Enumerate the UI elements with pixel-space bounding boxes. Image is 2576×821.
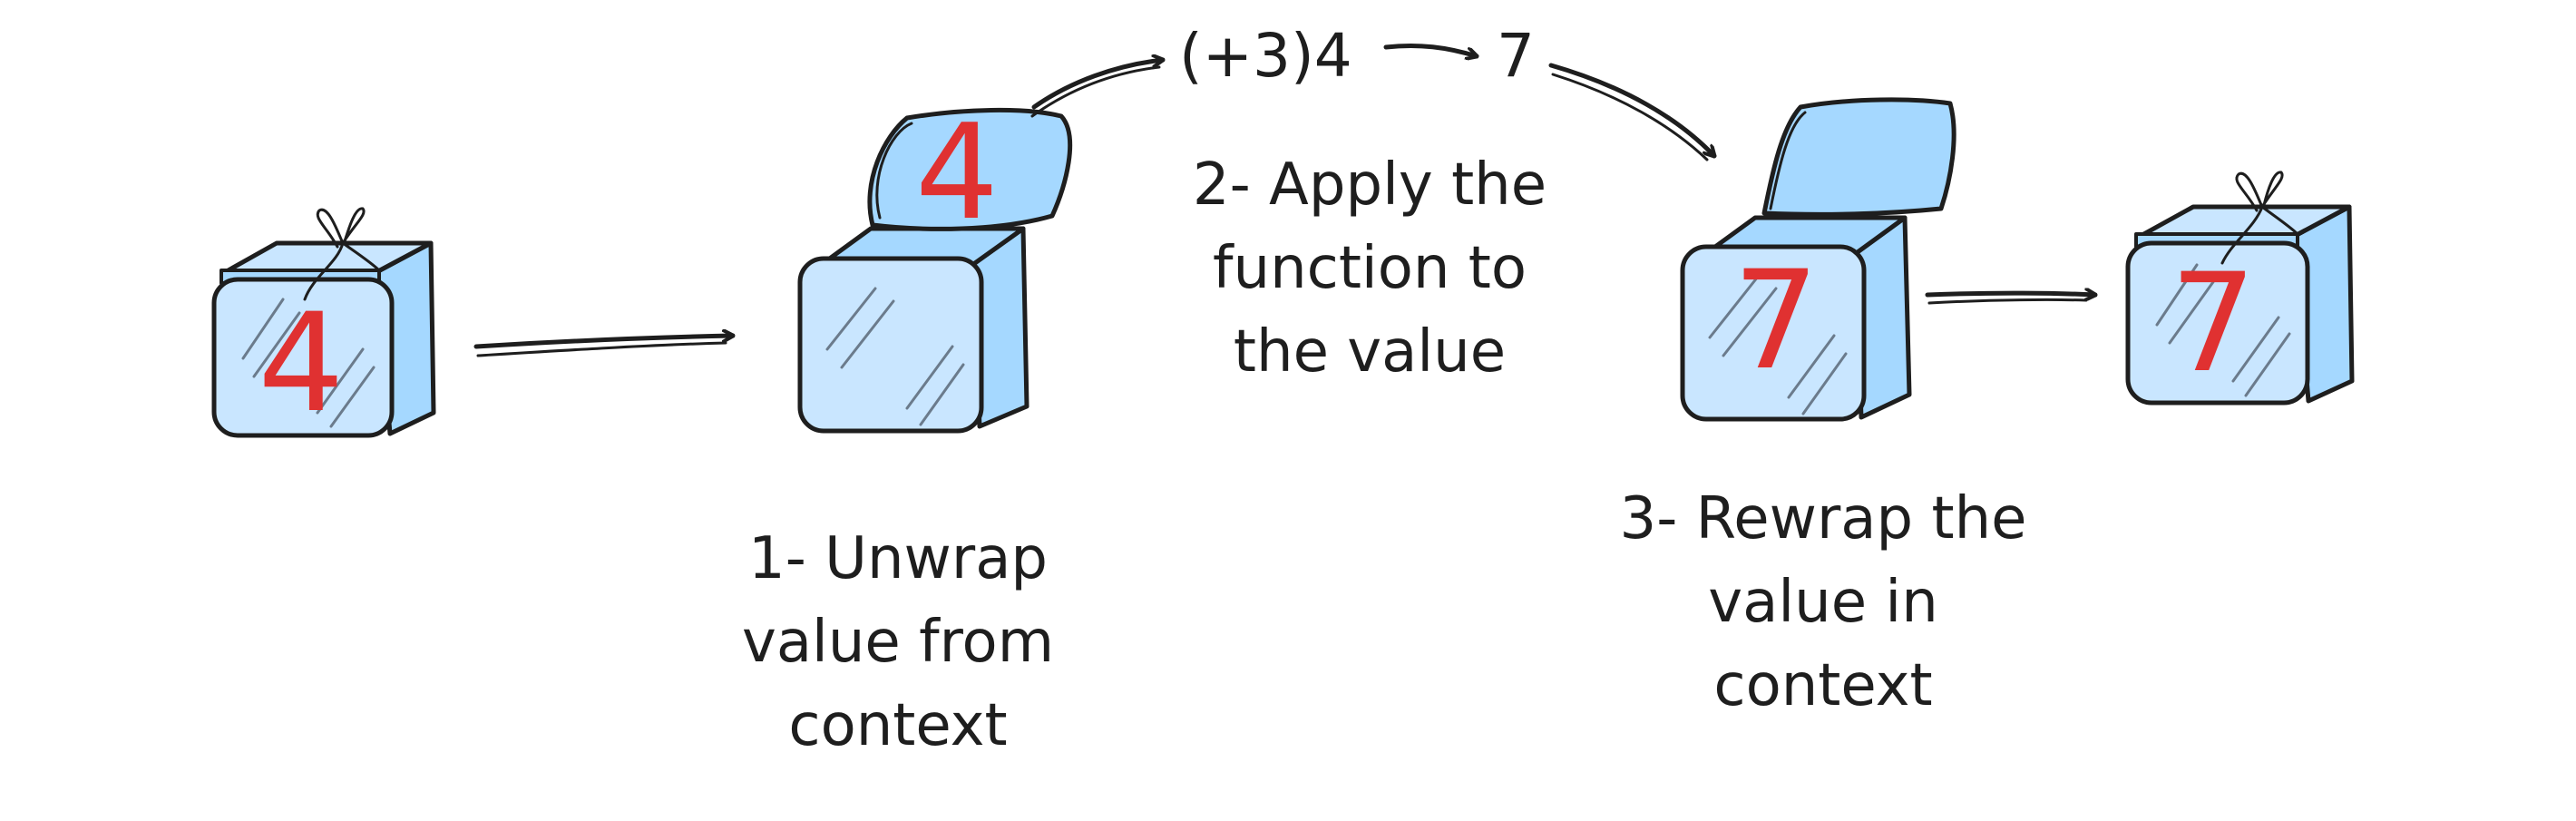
- step-1-line-3: context: [788, 692, 1008, 759]
- open-box-4: 4: [797, 96, 1073, 434]
- box-value-4-wrapped: 4: [258, 285, 344, 443]
- function-expression: (+3)4: [1179, 21, 1352, 91]
- open-box-7: 7: [1680, 97, 1956, 422]
- step-1-line-2: value from: [741, 609, 1055, 676]
- step-2-line-2: function to: [1212, 235, 1527, 302]
- arrow-box1-to-box2: [473, 336, 736, 349]
- step-2-caption: 2- Apply the function to the value: [1152, 143, 1587, 394]
- step-2-line-3: the value: [1233, 318, 1507, 386]
- step-1-line-1: 1- Unwrap: [747, 525, 1049, 592]
- arrow-to-function: [1031, 60, 1163, 110]
- step-2-line-1: 2- Apply the: [1192, 151, 1547, 219]
- wrapped-gift-box-4: 4: [211, 207, 436, 443]
- box-value-7-wrapped: 7: [2170, 245, 2256, 403]
- result-value: 7: [1497, 21, 1535, 91]
- box-value-4-open: 4: [915, 96, 999, 249]
- step-3-line-2: value in: [1708, 569, 1938, 636]
- arrow-function-to-result: [1383, 43, 1477, 56]
- box-value-7-open: 7: [1732, 242, 1819, 400]
- step-3-line-3: context: [1713, 652, 1933, 719]
- step-3-line-1: 3- Rewrap the: [1619, 485, 2027, 552]
- step-3-caption: 3- Rewrap the value in context: [1578, 477, 2068, 728]
- step-1-caption: 1- Unwrap value from context: [707, 517, 1088, 767]
- wrapped-gift-box-7: 7: [2125, 171, 2355, 406]
- arrow-box3-to-box4: [1925, 293, 2098, 295]
- arrow-result-to-box3: [1548, 63, 1714, 156]
